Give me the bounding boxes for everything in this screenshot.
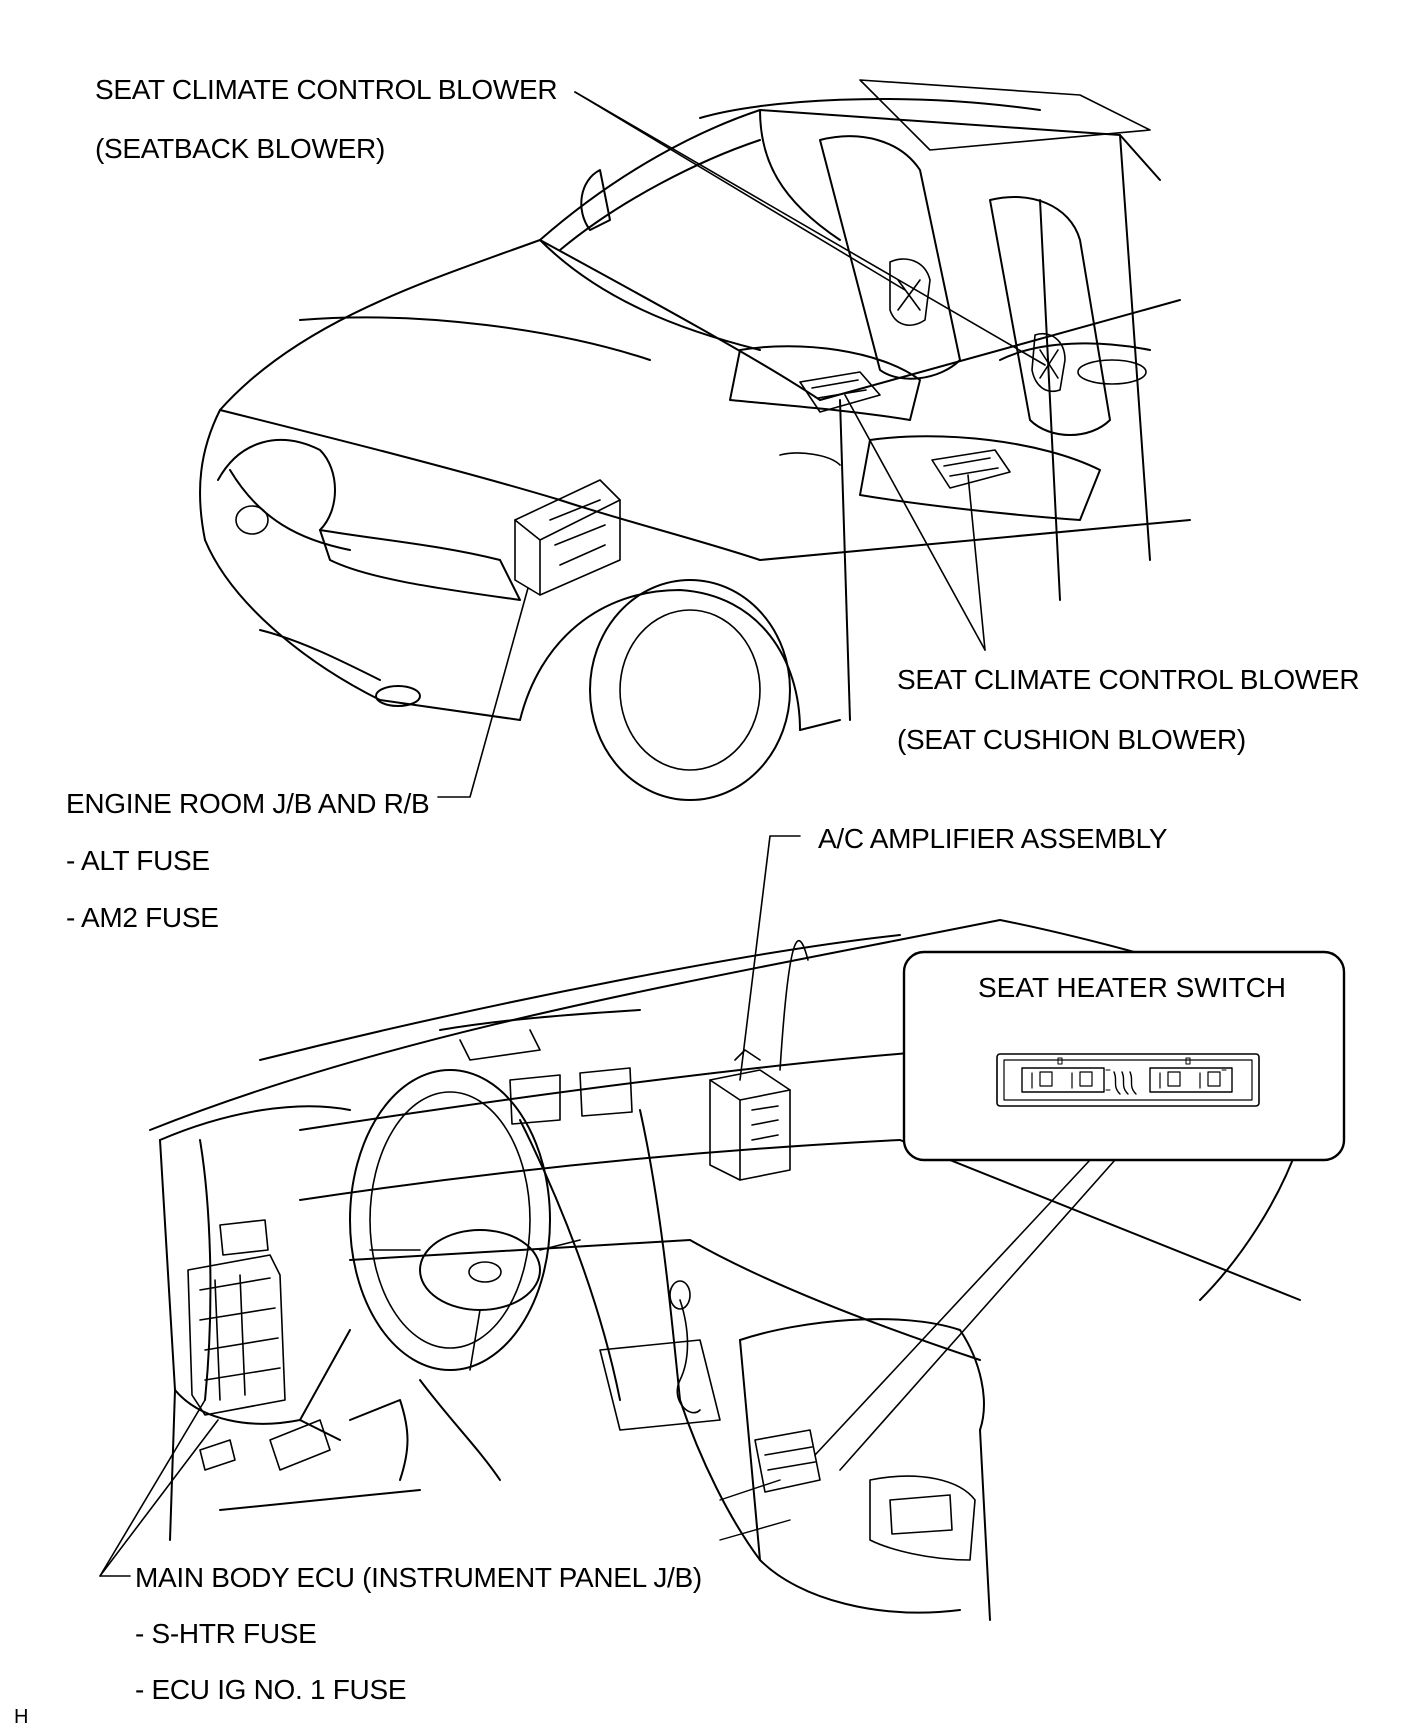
- main-body-ecu-symbol: [187, 1254, 286, 1416]
- seatback-blower-sublabel: (SEATBACK BLOWER): [95, 133, 385, 164]
- seat-heater-switch-label: SEAT HEATER SWITCH: [978, 972, 1287, 1003]
- seatback-blower-label: SEAT CLIMATE CONTROL BLOWER: [95, 74, 558, 105]
- seat-cushion-blower-symbol: [799, 371, 1011, 489]
- seat-cushion-blower-label: SEAT CLIMATE CONTROL BLOWER: [897, 664, 1360, 695]
- vehicle-exterior-drawing: [199, 79, 1191, 801]
- main-body-ecu-label: MAIN BODY ECU (INSTRUMENT PANEL J/B): [135, 1562, 702, 1593]
- ac-amplifier-symbol: [709, 1049, 791, 1181]
- leader-lines-bottom: [99, 835, 1116, 1577]
- engine-room-jb-label: ENGINE ROOM J/B AND R/B: [66, 788, 430, 819]
- ecu-ig-fuse-label: - ECU IG NO. 1 FUSE: [135, 1674, 407, 1705]
- alt-fuse-label: - ALT FUSE: [66, 845, 210, 876]
- seat-heater-switch-detail: [996, 1053, 1260, 1107]
- instrument-panel-drawing: [149, 919, 1301, 1621]
- seat-cushion-blower-sublabel: (SEAT CUSHION BLOWER): [897, 724, 1246, 755]
- ac-amplifier-label: A/C AMPLIFIER ASSEMBLY: [818, 823, 1168, 854]
- seatback-blower-symbol: [889, 258, 1066, 392]
- shtr-fuse-label: - S-HTR FUSE: [135, 1618, 317, 1649]
- figure-code: H: [14, 1706, 29, 1728]
- engine-room-jb-symbol: [514, 479, 621, 596]
- seat-heater-switch-component: [754, 1429, 821, 1493]
- seat-heater-switch-callout: [902, 950, 1346, 1162]
- am2-fuse-label: - AM2 FUSE: [66, 902, 219, 933]
- leader-lines-top: [437, 91, 1046, 798]
